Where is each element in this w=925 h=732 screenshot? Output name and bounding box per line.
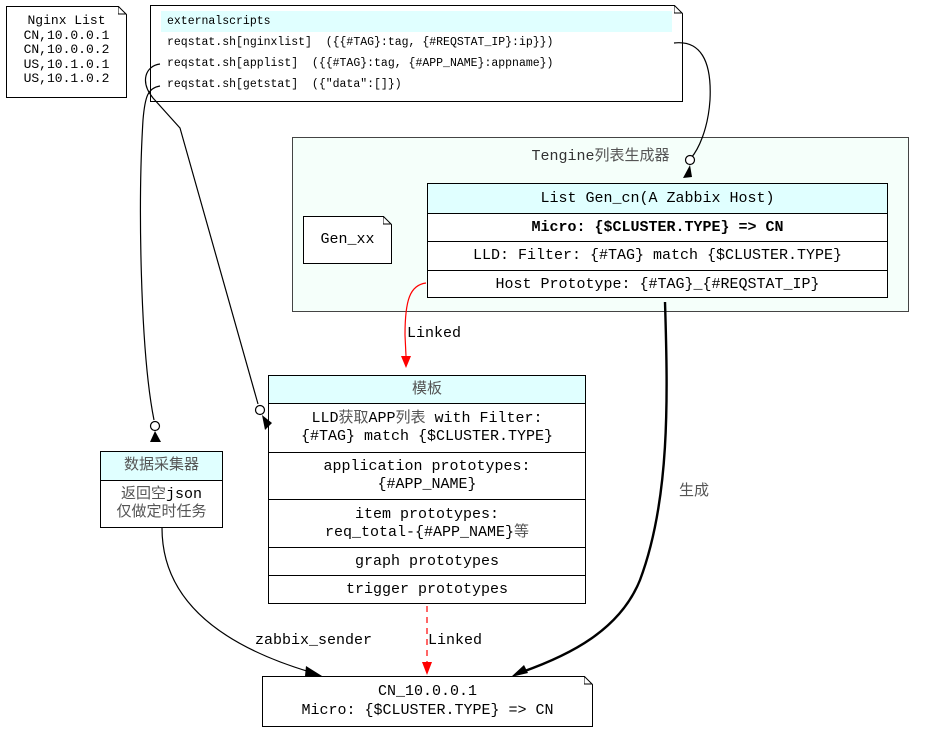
collector-header: 数据采集器	[101, 452, 222, 480]
host-macro: Micro: {$CLUSTER.TYPE} => CN	[301, 702, 554, 719]
gen-xx-label: Gen_xx	[320, 231, 375, 248]
script-row-getstat: reqstat.sh[getstat] ({"data":[]})	[167, 78, 402, 91]
arrowhead-icon	[422, 662, 432, 675]
nginx-list-title: Nginx List	[27, 13, 106, 28]
gen-xx-note: Gen_xx	[303, 216, 392, 264]
template-header: 模板	[269, 376, 585, 403]
edge-label-linked-top: Linked	[407, 325, 462, 342]
collector-line2: 仅做定时任务	[116, 504, 207, 521]
edge-label-linked-bottom: Linked	[428, 632, 483, 649]
template-lld-line2: {#TAG} match {$CLUSTER.TYPE}	[300, 428, 554, 445]
edge-applist-to-template	[144, 63, 259, 405]
list-gen-lld-filter: LLD: Filter: {#TAG} match {$CLUSTER.TYPE…	[428, 241, 887, 270]
template-lld-cell: LLD获取APP列表 with Filter: {#TAG} match {$C…	[269, 403, 585, 452]
externalscripts-header: externalscripts	[161, 11, 672, 32]
cluster-label-cn: 列表生成器	[594, 148, 670, 165]
cluster-label-en: Tengine	[531, 148, 595, 165]
item-prototypes-text: req_total-{#APP_NAME}	[324, 523, 514, 541]
note-fold-icon	[674, 5, 683, 14]
arrowhead-icon	[150, 431, 161, 442]
template-graph-cell: graph prototypes	[269, 547, 585, 575]
collector-body: 返回空json 仅做定时任务	[101, 480, 222, 527]
collector-line1: 返回空json	[121, 486, 202, 504]
note-fold-icon	[584, 676, 593, 685]
host-name: CN_10.0.0.1	[377, 683, 478, 700]
template-item-cell: item prototypes: req_total-{#APP_NAME}等	[269, 499, 585, 547]
template-record: 模板 LLD获取APP列表 with Filter: {#TAG} match …	[268, 375, 586, 604]
odot-icon	[254, 404, 266, 416]
host-cn-10-0-0-1-note: CN_10.0.0.1 Micro: {$CLUSTER.TYPE} => CN	[262, 676, 593, 727]
note-fold-icon	[383, 216, 392, 225]
arrowhead-icon	[401, 356, 411, 368]
nginx-entry: US,10.1.0.2	[23, 71, 110, 86]
item-prototypes-text-cn: 等	[514, 523, 530, 541]
lld-text-cn: 列表	[395, 410, 426, 427]
odot-icon	[149, 420, 161, 432]
lld-text: APP	[368, 410, 396, 427]
item-prototypes-line1: item prototypes:	[354, 505, 500, 523]
item-prototypes-line2: req_total-{#APP_NAME}等	[325, 524, 529, 542]
app-prototypes-line1: application prototypes:	[323, 458, 531, 475]
data-collector-record: 数据采集器 返回空json 仅做定时任务	[100, 451, 223, 528]
nginx-entry: US,10.1.0.1	[23, 56, 110, 72]
nginx-entry: CN,10.0.0.2	[23, 42, 110, 57]
edge-getstat-to-collector	[139, 85, 161, 421]
list-gen-cn-host-record: List Gen_cn(A Zabbix Host) Micro: {$CLUS…	[427, 183, 888, 298]
nginx-list-note: Nginx List CN,10.0.0.1 CN,10.0.0.2 US,10…	[6, 6, 127, 98]
template-lld-line1: LLD获取APP列表 with Filter:	[311, 410, 542, 428]
collector-line1-en: json	[166, 486, 203, 503]
template-app-cell: application prototypes: {#APP_NAME}	[269, 452, 585, 499]
script-row-applist: reqstat.sh[applist] ({{#TAG}:tag, {#APP_…	[167, 57, 554, 70]
app-prototypes-line2: {#APP_NAME}	[377, 476, 477, 493]
collector-line1-cn: 返回空	[120, 486, 166, 503]
lld-text: with Filter:	[425, 410, 543, 427]
script-row-nginxlist: reqstat.sh[nginxlist] ({{#TAG}:tag, {#RE…	[167, 36, 554, 49]
edge-label-zabbix-sender: zabbix_sender	[255, 632, 373, 649]
note-fold-icon	[118, 6, 127, 15]
edge-label-generate: 生成	[679, 483, 710, 500]
template-trigger-cell: trigger prototypes	[269, 575, 585, 603]
list-gen-macro: Micro: {$CLUSTER.TYPE} => CN	[428, 212, 887, 242]
externalscripts-note: externalscripts reqstat.sh[nginxlist] ({…	[150, 5, 683, 102]
list-gen-host-prototype: Host Prototype: {#TAG}_{#REQSTAT_IP}	[428, 269, 887, 299]
list-gen-header: List Gen_cn(A Zabbix Host)	[428, 184, 887, 213]
nginx-entry: CN,10.0.0.1	[23, 27, 110, 43]
arrowhead-icon	[305, 666, 322, 676]
cluster-label: Tengine列表生成器	[293, 144, 908, 165]
lld-text: LLD	[311, 410, 339, 427]
lld-text-cn: 获取	[338, 410, 369, 427]
